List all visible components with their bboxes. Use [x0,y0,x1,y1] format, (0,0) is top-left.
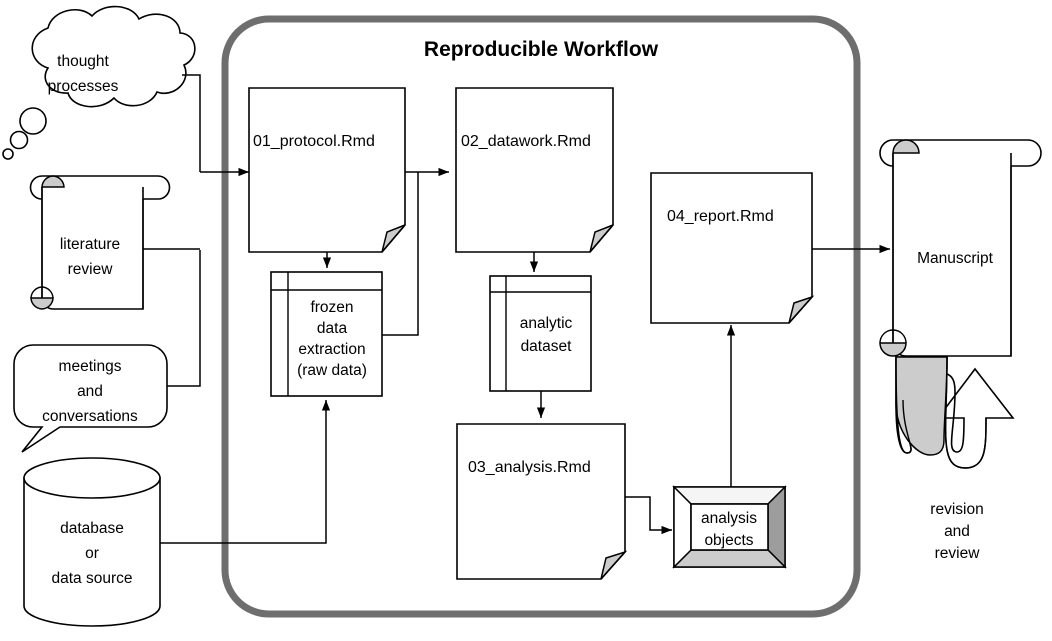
connector-protocol-to-datawork [381,167,449,336]
node-analysis-objects: analysis objects [672,485,787,569]
frozen-data-line1: frozen [310,299,353,316]
report-label: 04_report.Rmd [667,208,774,225]
meetings-line2: and [77,383,103,400]
node-analytic-dataset: analytic dataset [489,275,592,392]
analytic-dataset-line1: analytic [520,315,573,332]
input-database: database or data source [23,457,161,627]
reproducible-workflow-container [221,15,861,618]
manuscript-label: Manuscript [917,250,993,267]
revision-line2: and [944,523,970,540]
datawork-label: 02_datawork.Rmd [461,133,591,150]
analysis-label: 03_analysis.Rmd [468,459,591,476]
meetings-line3: conversations [42,408,138,425]
connector-analysis-to-analysis-objects [625,496,672,535]
connector-database-to-frozen-data [160,400,331,544]
input-meetings-conversations: meetings and conversations [13,344,168,453]
page-title: Reproducible Workflow [424,38,659,61]
database-line2: or [85,545,99,562]
meetings-line1: meetings [59,358,122,375]
revision-line1: revision [930,501,983,518]
input-thought-processes: thought processes [2,5,196,160]
literature-review-line2: review [68,261,114,278]
node-04-report-rmd: 04_report.Rmd [650,172,815,324]
node-01-protocol-rmd: 01_protocol.Rmd [248,87,406,253]
output-manuscript: Manuscript [879,139,1042,357]
database-line1: database [60,520,124,537]
input-literature-review: literature review [29,175,171,310]
protocol-label: 01_protocol.Rmd [253,133,375,150]
output-revision-and-review: revision and review [895,356,1015,562]
frozen-data-line3: extraction [298,341,365,358]
literature-review-line1: literature [60,236,120,253]
node-02-datawork-rmd: 02_datawork.Rmd [455,87,614,253]
node-frozen-data-extraction: frozen data extraction (raw data) [270,271,383,397]
frozen-data-line4: (raw data) [297,362,367,379]
thought-processes-line2: processes [48,78,119,95]
node-03-analysis-rmd: 03_analysis.Rmd [456,423,628,580]
connector-inputs-to-protocol [143,74,249,387]
frozen-data-line2: data [317,320,348,337]
database-line3: data source [52,570,133,587]
revision-line3: review [935,545,981,562]
analysis-objects-line2: objects [704,532,753,549]
thought-processes-line1: thought [57,53,109,70]
analysis-objects-line1: analysis [701,510,757,527]
analytic-dataset-line2: dataset [521,338,573,355]
